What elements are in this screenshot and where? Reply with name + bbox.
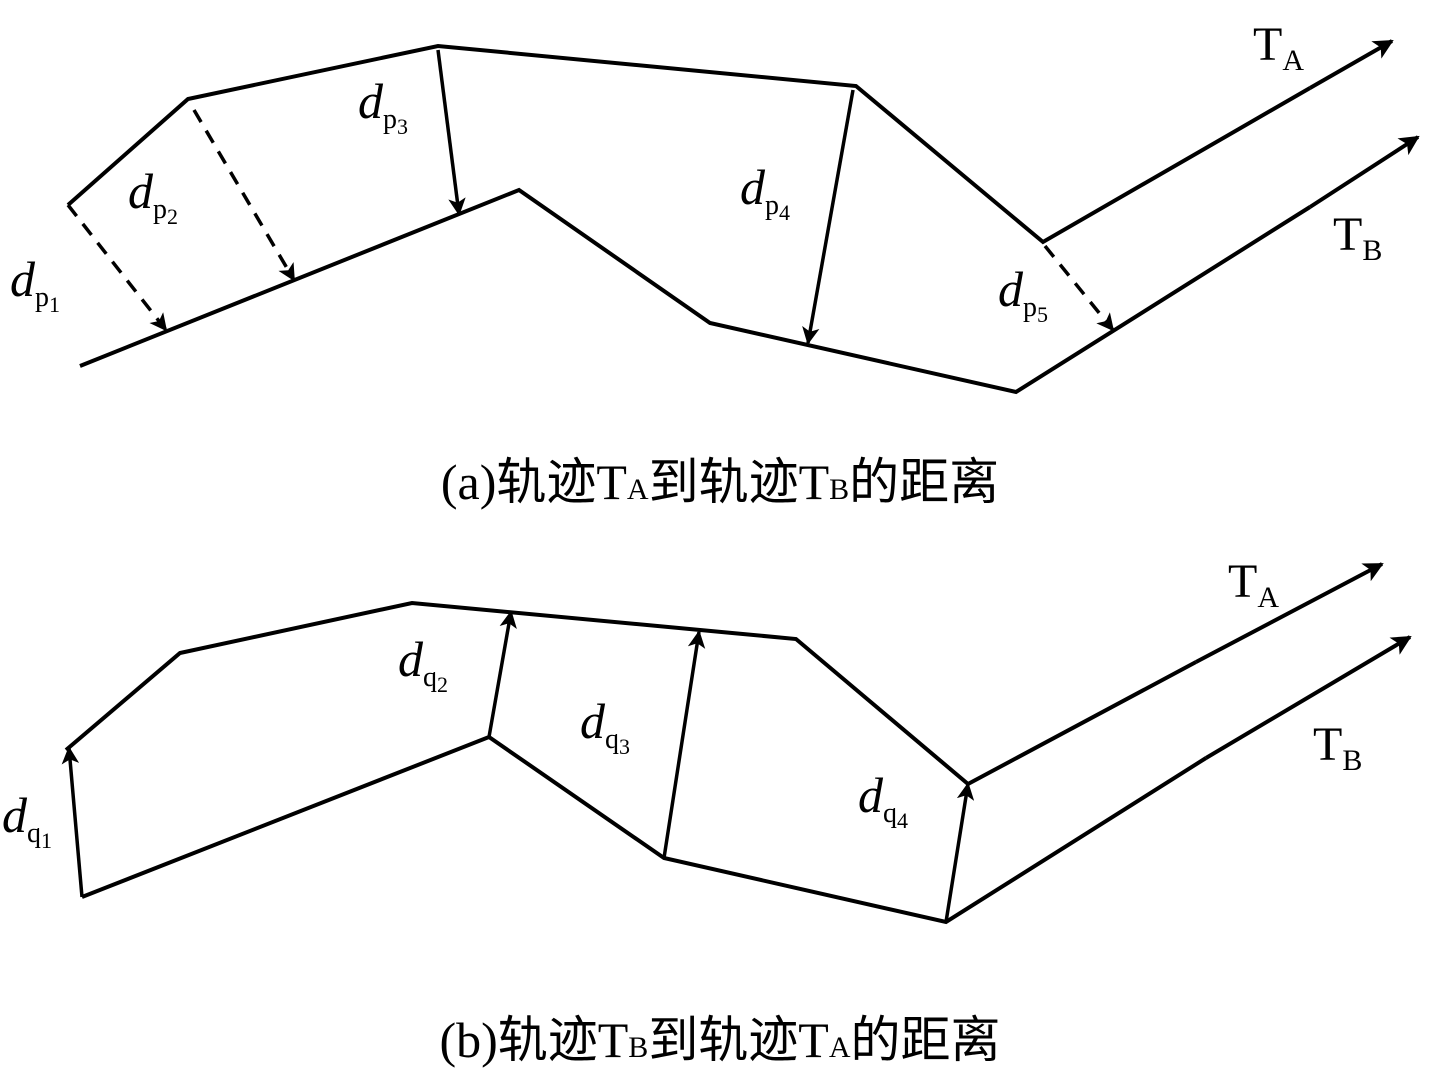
caption-a-suffix: 的距离 (849, 454, 1000, 510)
caption-b-prefix: (b)轨迹T (439, 1012, 629, 1068)
caption-a-sub1: A (626, 473, 649, 506)
label-tb-b: TB (1313, 718, 1362, 777)
distance-arrow-p1 (66, 203, 168, 332)
label-dp5: dp5 (998, 261, 1048, 327)
trajectory-a-arrow (1309, 39, 1394, 90)
label-dp1: dp1 (10, 251, 60, 317)
trajectory-b-path (79, 187, 1312, 395)
label-dq3: dq3 (580, 693, 630, 759)
distance-arrow-q3 (662, 630, 706, 859)
trajectory-b-arrow-b (1204, 635, 1412, 760)
trajectory-a-arrow-b (1195, 562, 1384, 664)
label-dq2: dq2 (398, 631, 448, 697)
distance-arrow-p5 (1043, 244, 1115, 332)
trajectory-a-path (66, 43, 1311, 245)
caption-b: (b)轨迹TB到轨迹TA的距离 (0, 1000, 1440, 1072)
panel-b: TA TB dq1 dq2 dq3 dq4 (2, 555, 1412, 925)
caption-b-mid: 到轨迹T (648, 1012, 829, 1068)
caption-b-sub2: A (828, 1031, 851, 1064)
distance-arrow-q1 (61, 746, 84, 898)
caption-a-prefix: (a)轨迹T (440, 454, 627, 510)
distance-arrow-q4 (944, 782, 975, 923)
label-dp4: dp4 (740, 159, 790, 225)
label-dq4: dq4 (858, 767, 908, 833)
distance-arrow-p4 (802, 89, 855, 345)
label-dp3: dp3 (358, 73, 408, 139)
label-ta-a: TA (1253, 18, 1304, 77)
caption-b-suffix: 的距离 (850, 1012, 1001, 1068)
label-tb-a: TB (1333, 208, 1382, 267)
trajectory-b-arrow (1308, 135, 1420, 209)
panel-a: TA TB dp1 dp2 dp3 dp4 dp5 (10, 18, 1420, 395)
distance-arrow-p2 (192, 109, 296, 282)
label-ta-b: TA (1228, 555, 1279, 614)
caption-b-sub1: B (628, 1031, 649, 1064)
label-dq1: dq1 (2, 787, 52, 853)
caption-a-mid: 到轨迹T (648, 454, 830, 510)
trajectory-b-path-b (81, 734, 1208, 925)
label-dp2: dp2 (128, 163, 178, 229)
caption-a-sub2: B (829, 473, 850, 506)
caption-a: (a)轨迹TA到轨迹TB的距离 (0, 442, 1440, 514)
distance-arrow-p3 (436, 49, 466, 216)
trajectory-a-path-b (64, 600, 1197, 787)
distance-arrow-q2 (487, 610, 517, 738)
